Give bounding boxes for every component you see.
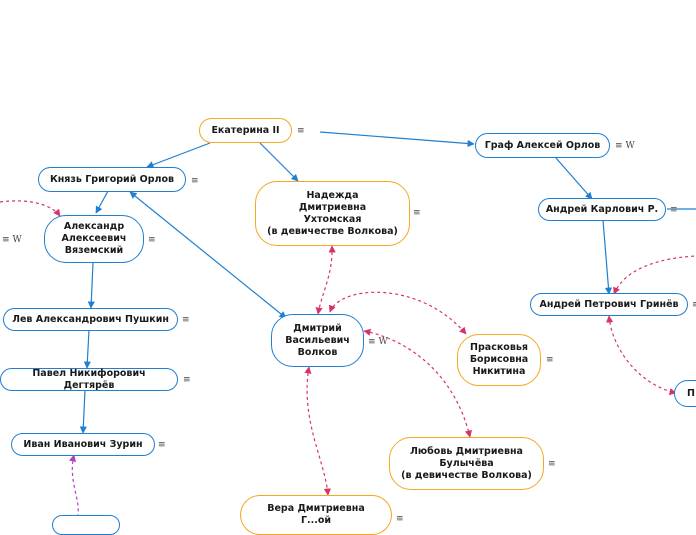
edge-offscreen-vyazemsky <box>0 200 61 217</box>
node-zurin[interactable]: Иван Иванович Зурин <box>11 433 155 456</box>
edge-orlov-aleksei-karlovich <box>555 157 593 200</box>
edge-catherine-orlov-aleksei <box>319 131 475 148</box>
node-p-partial[interactable]: П <box>674 380 696 407</box>
menu-icon[interactable]: ≡ <box>413 208 421 218</box>
node-vera[interactable]: Вера Дмитриевна Г...ой <box>240 495 392 535</box>
edge-nadezhda-volkov <box>315 245 336 315</box>
node-grinev[interactable]: Андрей Петрович Гринёв <box>530 293 688 316</box>
menu-icon[interactable]: ≡ <box>548 459 556 469</box>
edge-grinev-p <box>605 315 677 396</box>
menu-icon[interactable]: ≡W <box>368 337 388 347</box>
edge-volkov-lyubov <box>363 328 472 438</box>
w-icon: W <box>378 337 388 347</box>
node-catherine[interactable]: Екатерина II <box>199 118 292 143</box>
menu-icon[interactable]: ≡ <box>396 514 404 524</box>
menu-icon[interactable]: ≡ <box>158 440 166 450</box>
menu-icon-offscreen[interactable]: ≡W <box>2 235 22 245</box>
edge-catherine-orlov-grigory <box>146 142 211 169</box>
edge-zurin-bottom <box>68 454 79 516</box>
edge-vyazemsky-pushkin <box>87 262 95 309</box>
node-vyazemsky[interactable]: Александр Алексеевич Вяземский <box>44 215 144 263</box>
node-karlovich[interactable]: Андрей Карлович Р. <box>538 198 666 221</box>
edge-volkov-vera <box>304 366 332 496</box>
connector-layer <box>0 131 696 516</box>
edge-karlovich-grinev <box>602 219 613 295</box>
node-degtyarev[interactable]: Павел Никифорович Дегтярёв <box>0 368 178 391</box>
menu-icon[interactable]: ≡ <box>183 375 191 385</box>
node-nadezhda[interactable]: Надежда Дмитриевна Ухтомская (в девичест… <box>255 181 410 246</box>
node-lyubov[interactable]: Любовь Дмитриевна Булычёва (в девичестве… <box>389 437 544 490</box>
edge-catherine-nadezhda <box>259 142 299 182</box>
node-praskovya[interactable]: Прасковья Борисовна Никитина <box>457 334 541 386</box>
node-bottom-partial[interactable] <box>52 515 120 535</box>
node-orlov-grigory[interactable]: Князь Григорий Орлов <box>38 167 186 192</box>
menu-icon[interactable]: ≡W <box>615 141 635 151</box>
menu-icon[interactable]: ≡ <box>182 315 190 325</box>
w-icon: W <box>12 235 22 245</box>
node-orlov-aleksei[interactable]: Граф Алексей Орлов <box>475 133 610 158</box>
edge-volkov-praskovya <box>328 291 467 335</box>
edge-pushkin-degtyarev <box>83 329 91 369</box>
menu-icon[interactable]: ≡ <box>297 126 305 136</box>
w-icon: W <box>625 141 635 151</box>
node-pushkin[interactable]: Лев Александрович Пушкин <box>3 308 178 331</box>
menu-icon[interactable]: ≡ <box>670 205 678 215</box>
menu-icon[interactable]: ≡ <box>692 300 696 310</box>
edge-grinev-offscreen <box>613 255 696 295</box>
edge-orlov-grigory-volkov <box>129 191 287 319</box>
menu-icon[interactable]: ≡ <box>191 176 199 186</box>
node-volkov[interactable]: Дмитрий Васильевич Волков <box>271 314 364 367</box>
edge-degtyarev-zurin <box>79 389 87 434</box>
menu-icon[interactable]: ≡ <box>148 235 156 245</box>
edge-orlov-grigory-vyazemsky <box>95 190 109 214</box>
menu-icon[interactable]: ≡ <box>546 355 554 365</box>
